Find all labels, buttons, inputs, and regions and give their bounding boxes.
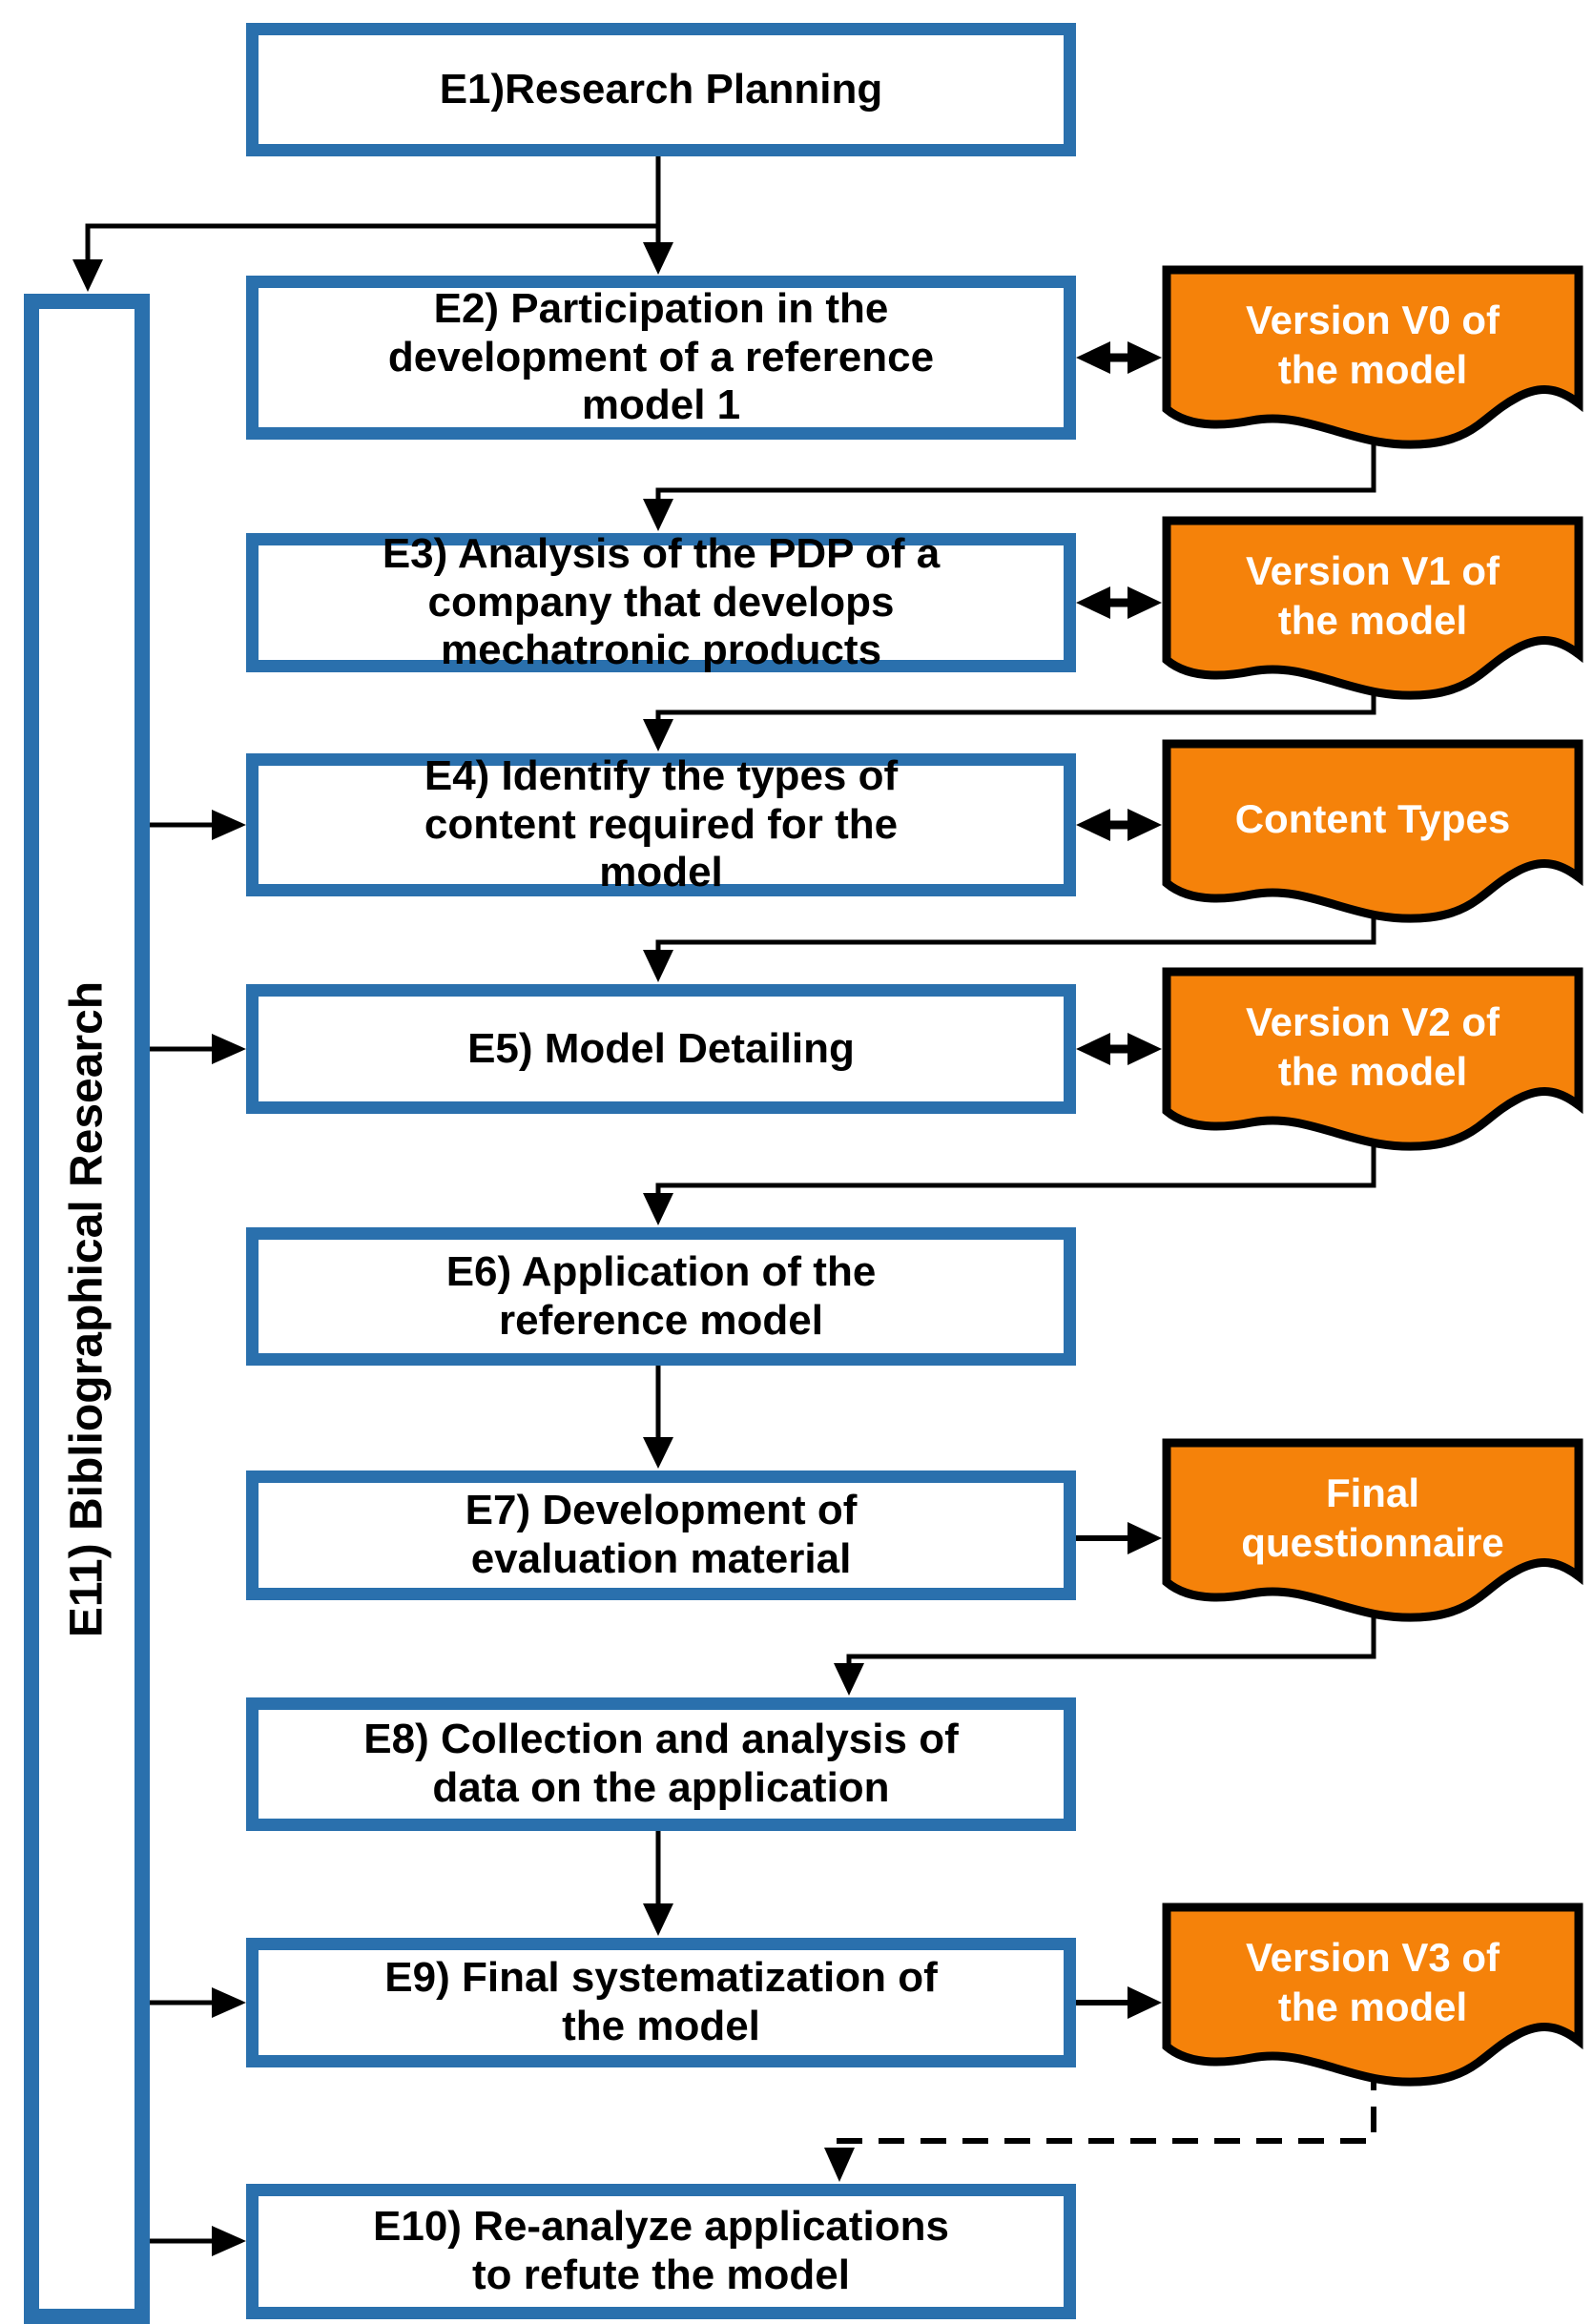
connector-e1-e11: [72, 223, 658, 292]
document-shape-icon: [1162, 265, 1583, 449]
stage-label-e10: E10) Re-analyze applications to refute t…: [373, 2203, 949, 2298]
stage-box-e2: E2) Participation in the development of …: [246, 276, 1076, 440]
artifact-label-final-questionnaire: Final questionnaire: [1241, 1470, 1504, 1566]
stage-box-e8: E8) Collection and analysis of data on t…: [246, 1697, 1076, 1831]
stage-label-e1: E1)Research Planning: [439, 65, 883, 113]
stage-label-e4: E4) Identify the types of content requir…: [424, 752, 899, 896]
stage-label-e7: E7) Development of evaluation material: [465, 1487, 858, 1582]
connector-v0-e3: [643, 429, 1376, 531]
connector-e1-e2: [643, 153, 673, 275]
double-arrow-e4-ct: [1076, 809, 1162, 841]
document-shape-icon: [1162, 967, 1583, 1151]
stage-label-e8: E8) Collection and analysis of data on t…: [363, 1716, 959, 1811]
stage-box-e6: E6) Application of the reference model: [246, 1227, 1076, 1366]
double-arrow-e2-v0: [1076, 341, 1162, 374]
stage-label-e5: E5) Model Detailing: [467, 1024, 855, 1072]
stage-box-e10: E10) Re-analyze applications to refute t…: [246, 2184, 1076, 2319]
artifact-label-v0: Version V0 of the model: [1245, 297, 1500, 393]
connector-e8-e9: [643, 1827, 673, 1936]
arrow-e7-fq: [1076, 1522, 1162, 1554]
connector-e6-e7: [643, 1362, 673, 1469]
artifact-label-v3: Version V3 of the model: [1245, 1934, 1500, 2030]
artifact-doc-final-questionnaire: Final questionnaire: [1162, 1438, 1583, 1629]
arrow-e11-e10: [150, 2226, 246, 2256]
stage-box-e7: E7) Development of evaluation material: [246, 1470, 1076, 1600]
artifact-doc-v0: Version V0 of the model: [1162, 265, 1583, 456]
stage-label-e9: E9) Final systematization of the model: [384, 1954, 938, 2049]
stage-label-e2: E2) Participation in the development of …: [387, 285, 935, 429]
document-shape-icon: [1162, 1902, 1583, 2087]
arrow-e11-e5: [150, 1034, 246, 1064]
stage-label-e3: E3) Analysis of the PDP of a company tha…: [382, 530, 941, 674]
artifact-doc-content-types: Content Types: [1162, 739, 1583, 930]
artifact-doc-v3: Version V3 of the model: [1162, 1902, 1583, 2093]
arrow-e11-e4: [150, 810, 246, 840]
connector-ct-e5: [643, 904, 1376, 982]
document-shape-icon: [1162, 516, 1583, 700]
artifact-doc-v1: Version V1 of the model: [1162, 516, 1583, 707]
arrow-e11-e9: [150, 1987, 246, 2018]
stage-label-e11: E11) Bibliographical Research: [61, 980, 113, 1637]
artifact-label-v1: Version V1 of the model: [1245, 547, 1500, 644]
stage-box-e1: E1)Research Planning: [246, 23, 1076, 156]
stage-label-e6: E6) Application of the reference model: [445, 1247, 877, 1344]
double-arrow-e3-v1: [1076, 586, 1162, 619]
artifact-label-content-types: Content Types: [1234, 795, 1511, 841]
stage-box-e4: E4) Identify the types of content requir…: [246, 752, 1076, 896]
artifact-doc-v2: Version V2 of the model: [1162, 967, 1583, 1158]
document-shape-icon: [1162, 1438, 1583, 1622]
double-arrow-e5-v2: [1076, 1033, 1162, 1065]
connector-v3-e10-dashed: [824, 2065, 1376, 2182]
stage-box-e3: E3) Analysis of the PDP of a company tha…: [246, 530, 1076, 674]
connector-v2-e6: [643, 1132, 1376, 1225]
connector-fq-e8: [834, 1602, 1376, 1696]
stage-box-e9: E9) Final systematization of the model: [246, 1938, 1076, 2067]
stage-box-e5: E5) Model Detailing: [246, 984, 1076, 1114]
stage-box-e11-bibliographical-research: E11) Bibliographical Research: [24, 294, 150, 2324]
document-shape-icon: [1162, 739, 1583, 923]
artifact-label-v2: Version V2 of the model: [1245, 998, 1500, 1095]
arrow-e9-v3: [1076, 1986, 1162, 2019]
